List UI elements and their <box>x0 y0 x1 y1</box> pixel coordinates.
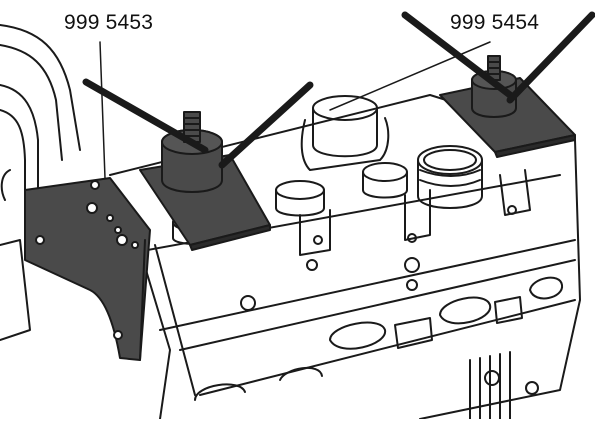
tool-999-5453 <box>82 78 314 251</box>
tool-label-999-5453: 999 5453 <box>64 11 154 34</box>
tool-999-5454 <box>401 11 595 158</box>
leader-lines <box>99 41 491 179</box>
tool-label-999-5454: 999 5454 <box>450 11 540 34</box>
bracket-tool <box>0 177 151 361</box>
hoses <box>0 24 81 201</box>
